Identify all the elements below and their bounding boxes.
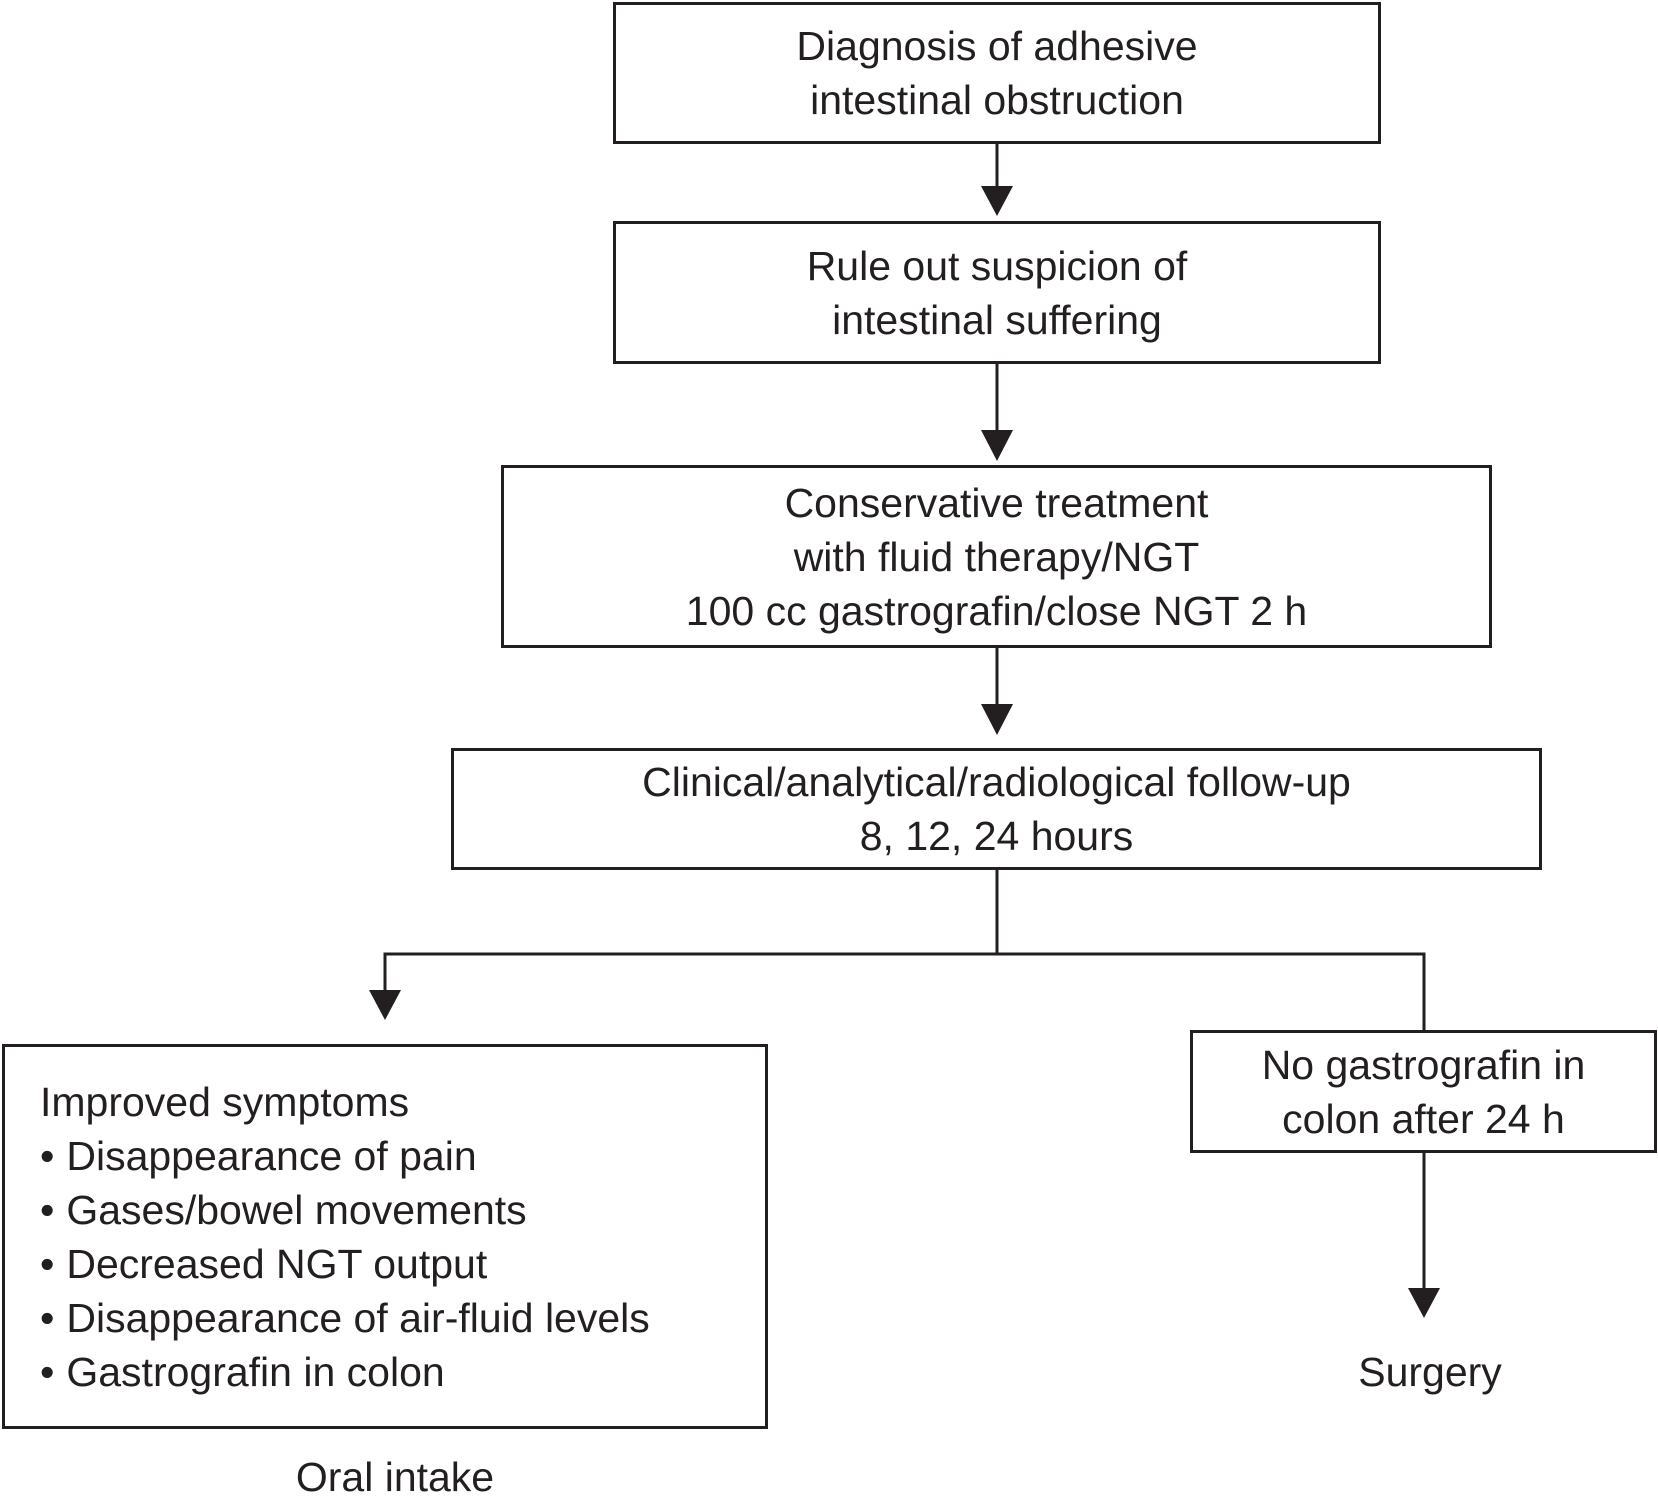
- arrowhead-2: [981, 430, 1013, 461]
- arrowhead-surgery: [1408, 1288, 1440, 1318]
- list-item: Gases/bowel movements: [40, 1183, 650, 1237]
- oral-intake-label: Oral intake: [295, 1454, 495, 1500]
- list-item: Disappearance of pain: [40, 1129, 650, 1183]
- improved-symptoms-box: Improved symptoms Disappearance of pain …: [2, 1044, 768, 1429]
- conservative-treatment-box: Conservative treatment with fluid therap…: [501, 465, 1492, 648]
- connector-split: [383, 870, 999, 992]
- list-item: Decreased NGT output: [40, 1237, 650, 1291]
- conservative-line-2: with fluid therapy/NGT: [793, 533, 1200, 580]
- follow-up-box: Clinical/analytical/radiological follow-…: [451, 748, 1542, 870]
- rule-out-line-1: Rule out suspicion of: [806, 242, 1188, 289]
- conservative-line-3: 100 cc gastrografin/close NGT 2 h: [685, 587, 1308, 634]
- rule-out-line-2: intestinal suffering: [832, 296, 1162, 343]
- arrowhead-1: [981, 186, 1013, 216]
- follow-up-line-1: Clinical/analytical/radiological follow-…: [642, 759, 1351, 805]
- conservative-line-1: Conservative treatment: [784, 479, 1209, 526]
- diagnosis-box: Diagnosis of adhesive intestinal obstruc…: [613, 2, 1381, 144]
- connector-right: [997, 952, 1426, 1030]
- no-gastrografin-box: No gastrografin in colon after 24 h: [1190, 1030, 1657, 1153]
- diagnosis-line-2: intestinal obstruction: [810, 77, 1184, 123]
- list-item: Disappearance of air-fluid levels: [40, 1291, 649, 1345]
- surgery-label: Surgery: [1358, 1349, 1502, 1395]
- rule-out-box: Rule out suspicion of intestinal sufferi…: [613, 221, 1381, 364]
- list-item: Gastrografin in colon: [40, 1345, 650, 1399]
- improved-heading: Improved symptoms: [40, 1078, 410, 1125]
- improved-list: Disappearance of pain Gases/bowel moveme…: [40, 1129, 650, 1399]
- follow-up-line-2: 8, 12, 24 hours: [859, 813, 1134, 859]
- arrowhead-left: [369, 990, 401, 1020]
- no-gastrografin-line-2: colon after 24 h: [1282, 1095, 1565, 1142]
- diagnosis-line-1: Diagnosis of adhesive: [796, 23, 1198, 69]
- no-gastrografin-line-1: No gastrografin in: [1261, 1041, 1586, 1088]
- arrowhead-3: [981, 704, 1013, 735]
